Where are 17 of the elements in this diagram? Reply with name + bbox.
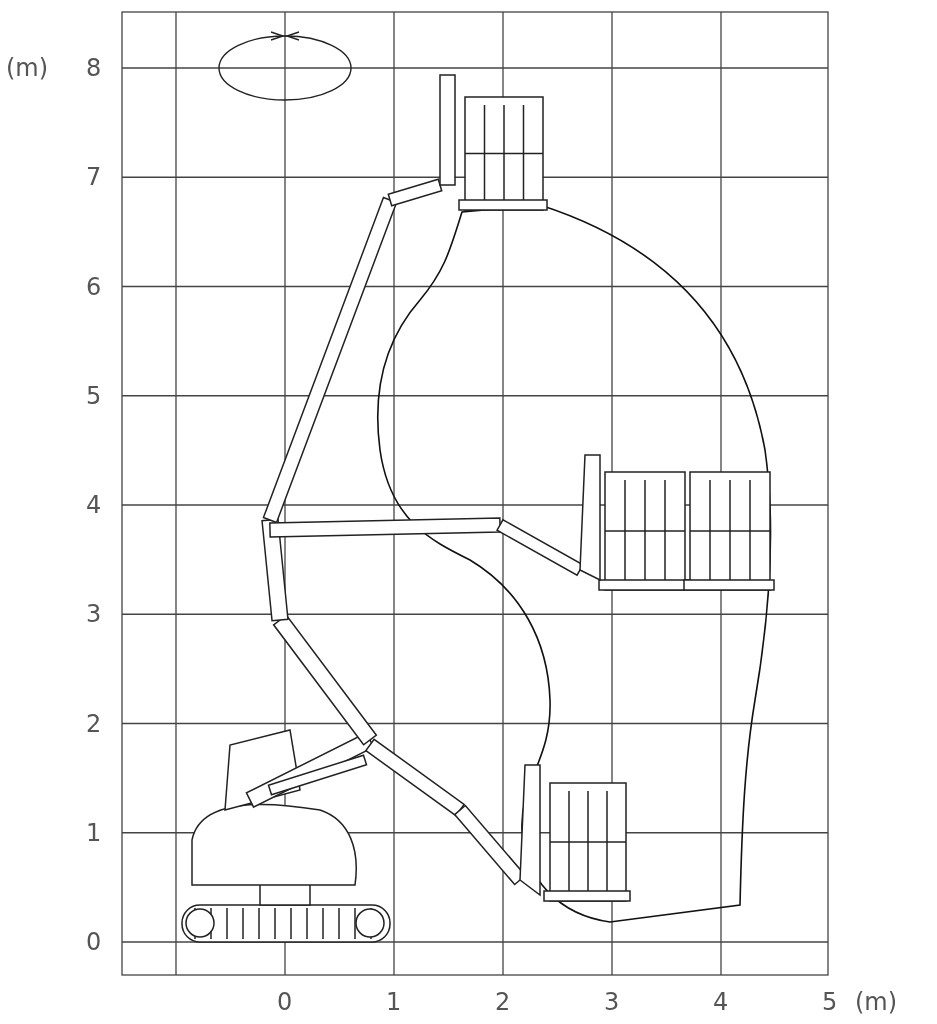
axis-tick-label: 4	[713, 988, 729, 1016]
axis-tick-label: 1	[386, 988, 402, 1016]
axis-tick-label: 5	[822, 988, 838, 1016]
axis-tick-label: 5	[86, 381, 102, 410]
axis-tick-label: 6	[86, 272, 102, 301]
axis-tick-label: 2	[86, 709, 102, 738]
axis-tick-label: 7	[86, 163, 102, 192]
axis-tick-label: 0	[277, 988, 293, 1016]
axis-tick-label: 3	[604, 988, 620, 1016]
axis-tick-label: 2	[495, 988, 511, 1016]
axis-unit: (m)	[855, 988, 898, 1016]
axis-tick-label: 3	[86, 600, 102, 629]
axis-tick-label: 8	[86, 54, 102, 82]
axis-tick-label: 4	[86, 491, 102, 519]
axis-tick-label: 0	[86, 928, 102, 956]
axis-unit: (m)	[6, 54, 49, 82]
axis-tick-label: 1	[86, 818, 102, 847]
